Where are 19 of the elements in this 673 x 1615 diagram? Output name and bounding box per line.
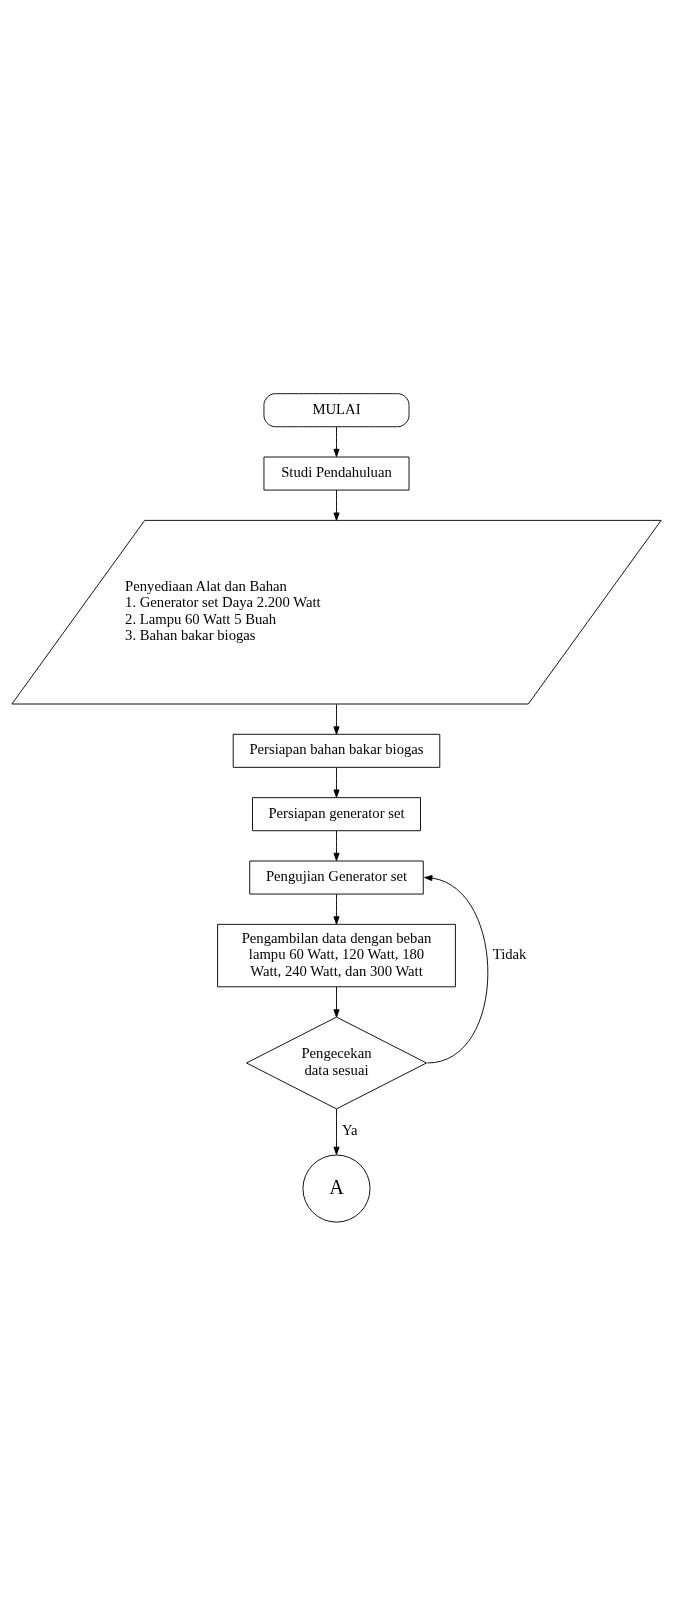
- arrow: [333, 1108, 340, 1155]
- arrow: [333, 766, 340, 798]
- node-box: MULAI: [263, 392, 410, 427]
- arrow: [333, 426, 340, 457]
- arrow: [333, 986, 340, 1018]
- node-circle: A: [302, 1154, 371, 1223]
- arrow: [333, 893, 340, 925]
- arrow: [333, 489, 340, 521]
- arrow: [333, 830, 340, 861]
- node-box: Studi Pendahuluan: [263, 456, 410, 491]
- node-diamond: Pengecekan data sesuai: [246, 1016, 427, 1109]
- node-box: Persiapan bahan bakar biogas: [232, 733, 441, 768]
- node-box: Pengujian Generator set: [249, 860, 424, 894]
- node-box: Persiapan generator set: [252, 796, 421, 831]
- edge-label: Ya: [341, 1121, 358, 1138]
- arrow: [333, 703, 340, 735]
- arrow: [424, 874, 489, 1063]
- edge-label: Tidak: [492, 945, 527, 962]
- node-box: Pengambilan data dengan beban lampu 60 Watt, 120 Watt, 180 Watt, 240 Watt, dan 300 Watt: [217, 923, 456, 987]
